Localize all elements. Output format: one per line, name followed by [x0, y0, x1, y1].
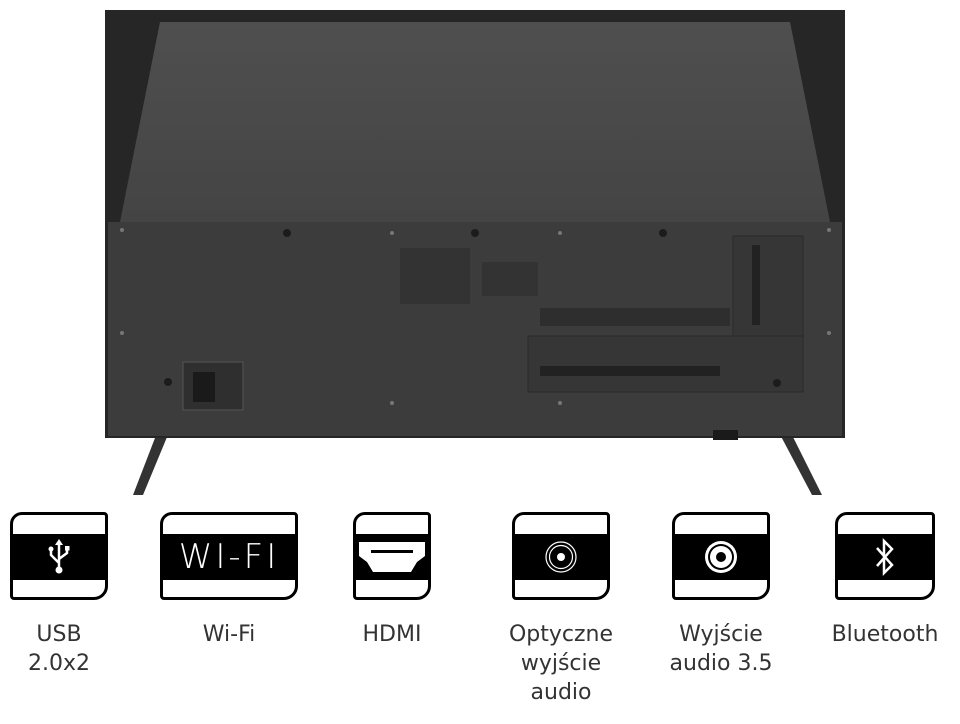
wifi-badge: WI-FI: [160, 512, 298, 600]
hdmi-icon: [359, 542, 425, 572]
connector-panel: [732, 235, 804, 337]
optical-audio-badge: [512, 512, 610, 600]
bluetooth-badge: [835, 512, 935, 600]
feature-bluetooth: Bluetooth: [820, 512, 950, 649]
tv-leg-left: [133, 425, 172, 495]
feature-label: HDMI: [362, 622, 422, 647]
usb-badge: [10, 512, 108, 600]
usb-icon: [48, 539, 70, 574]
hdmi-badge: [353, 512, 431, 600]
feature-label: Bluetooth: [831, 622, 939, 647]
tv-rear-view: [105, 10, 845, 495]
feature-hdmi: HDMI: [343, 512, 441, 649]
tv-back-panel: [120, 22, 830, 222]
optical-audio-icon: [545, 541, 577, 573]
feature-label: Wi-Fi: [202, 622, 256, 647]
audio-jack-icon: [705, 541, 737, 573]
feature-wifi: WI-FI Wi-Fi: [160, 512, 298, 649]
bluetooth-icon: [876, 538, 894, 576]
wifi-icon: WI-FI: [178, 537, 280, 577]
tv-leg-right: [775, 425, 822, 495]
audio-jack-badge: [672, 512, 770, 600]
